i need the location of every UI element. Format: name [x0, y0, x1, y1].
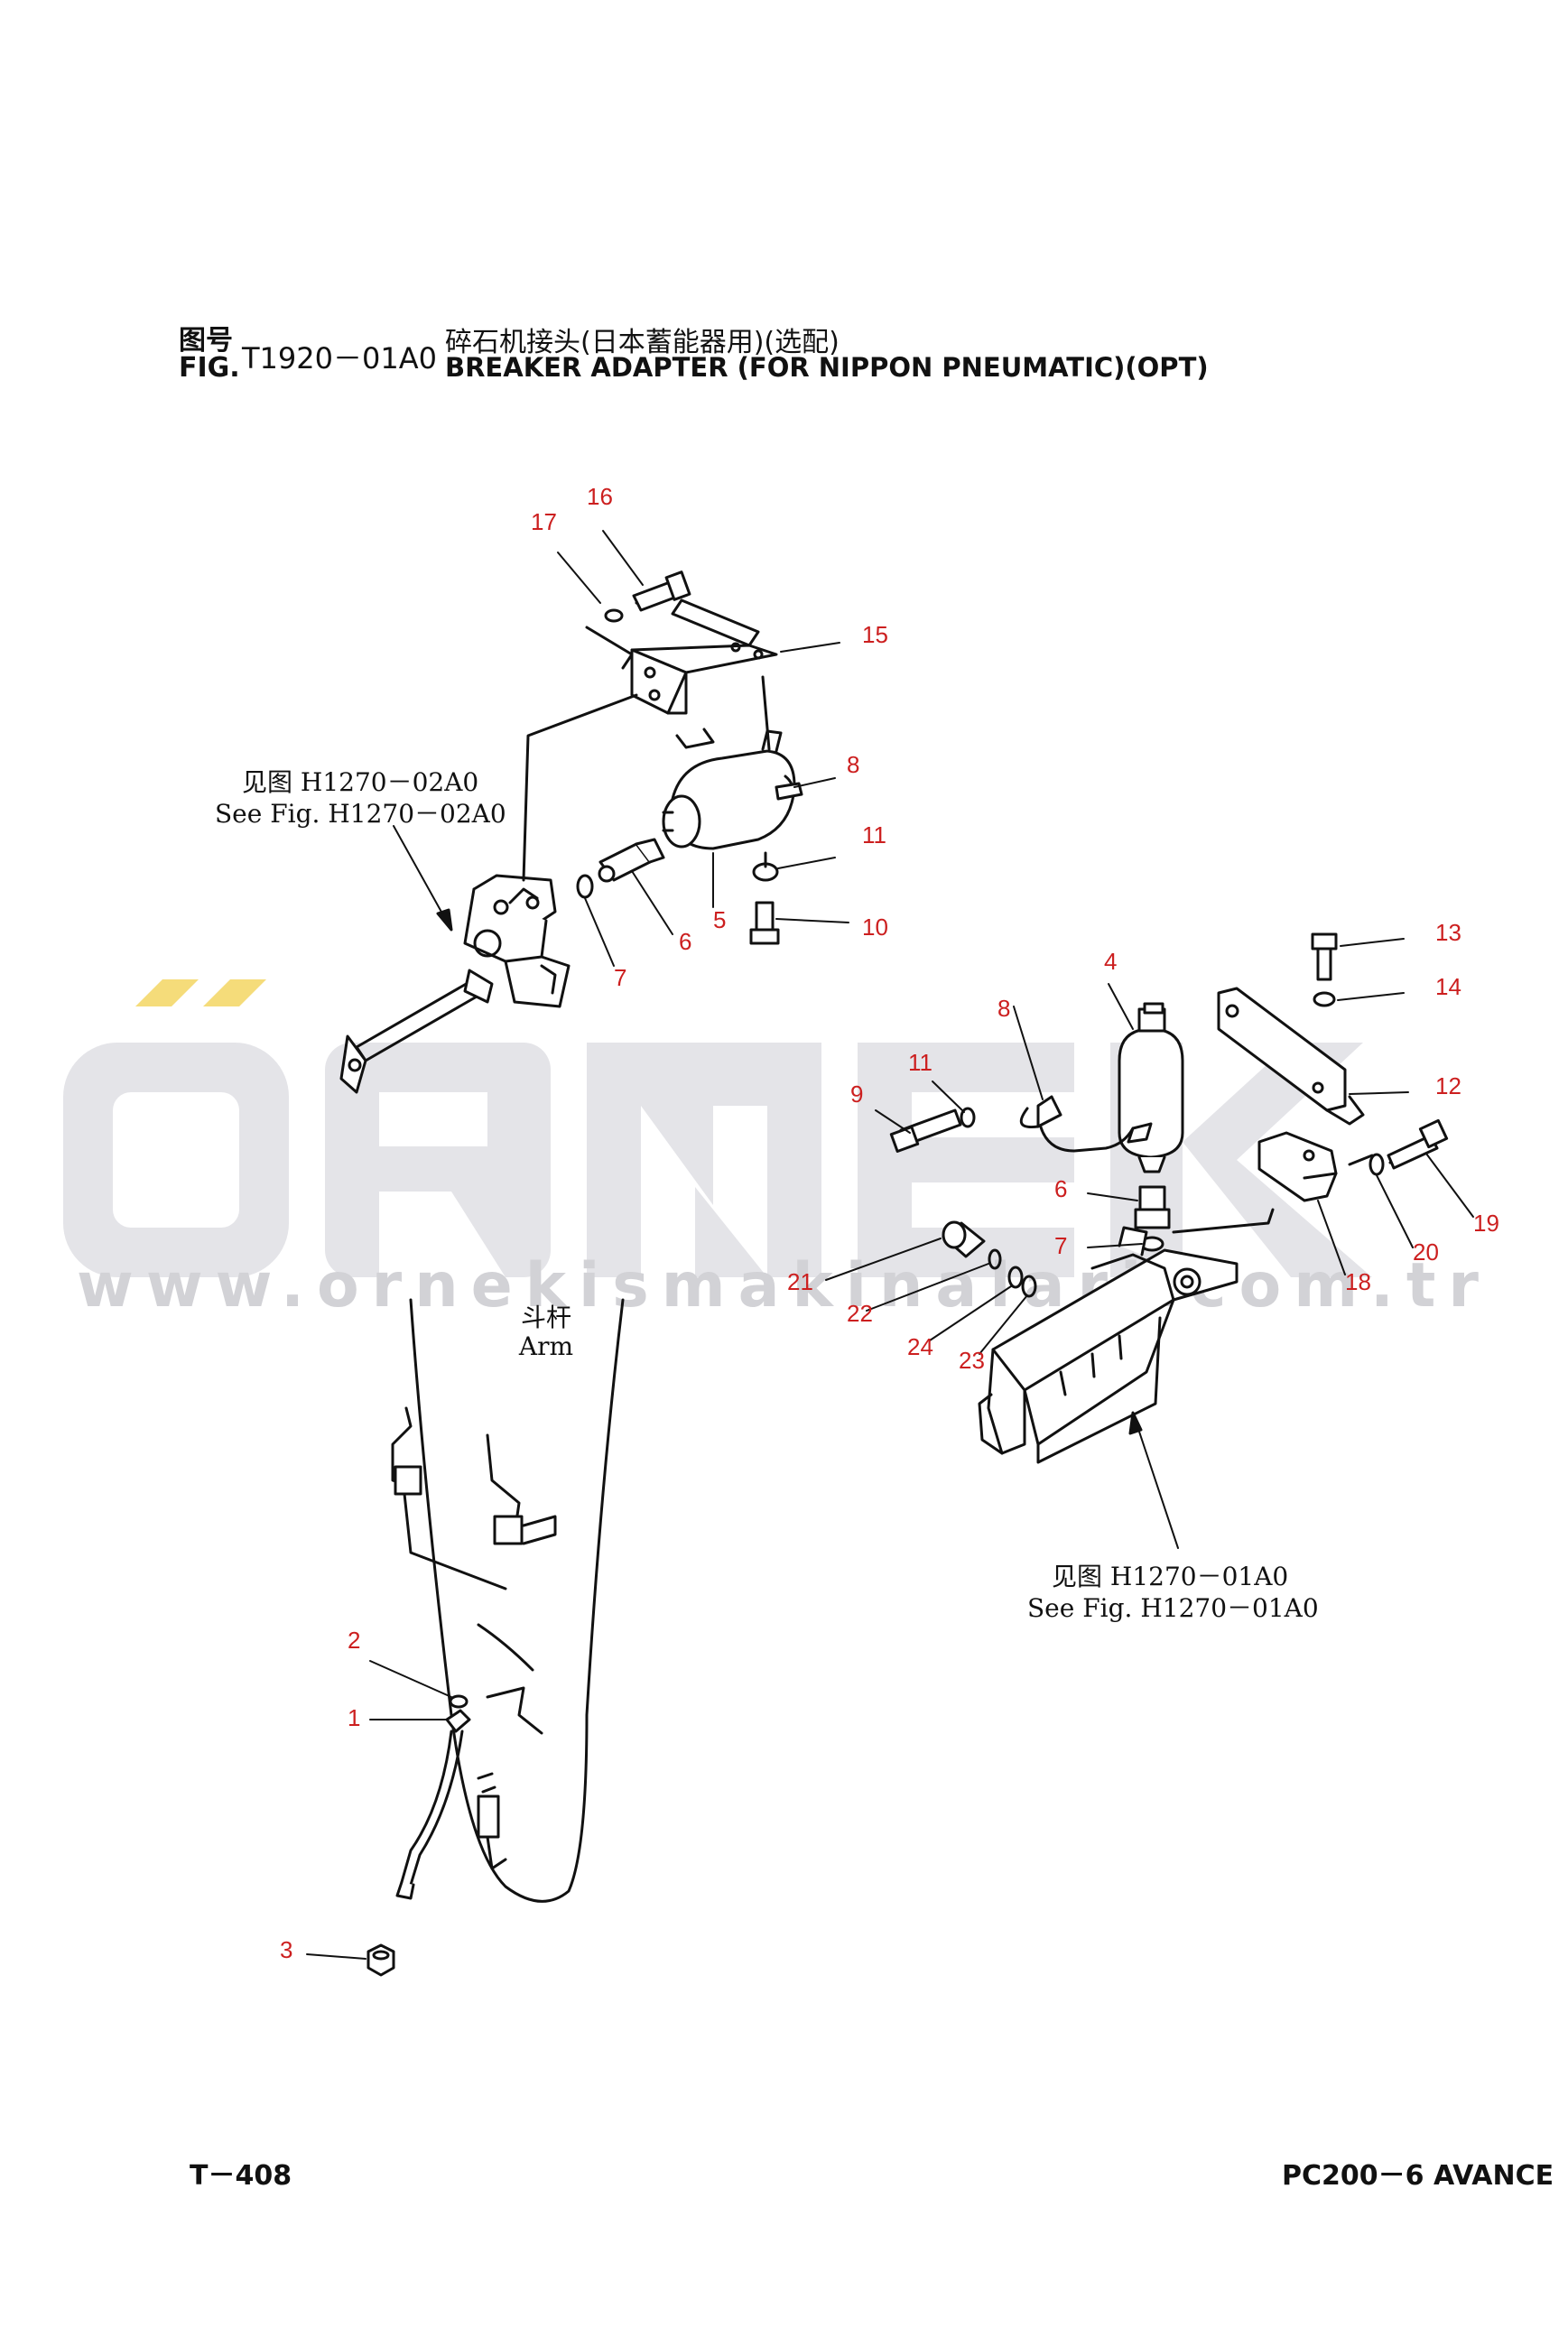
bolt-13: [1311, 932, 1338, 981]
callout-2: 2: [348, 1627, 361, 1654]
hose-1: [395, 1709, 471, 1900]
callout-12: 12: [1435, 1072, 1461, 1099]
callout-15: 15: [862, 621, 888, 648]
fitting-6-upper: [598, 838, 665, 883]
arm-label-cn: 斗杆: [520, 1303, 571, 1332]
bolt-10: [749, 901, 780, 945]
fig-label-cn: 图号: [179, 325, 233, 357]
arm-outline: [409, 1298, 625, 1903]
callout-10: 10: [862, 913, 888, 941]
callout-8-upper: 8: [847, 751, 860, 778]
fig-number: T1920－01A0: [242, 341, 437, 376]
callout-20: 20: [1413, 1238, 1439, 1266]
callout-11-right: 11: [908, 1049, 932, 1076]
bolt-16: [632, 570, 691, 612]
callout-8-right: 8: [997, 995, 1011, 1022]
callout-22: 22: [847, 1300, 873, 1327]
bracket-15: [630, 598, 778, 715]
arm-label-en: Arm: [518, 1331, 574, 1361]
callout-5: 5: [713, 906, 727, 933]
callout-7-right: 7: [1054, 1232, 1068, 1259]
washer-17: [604, 608, 624, 623]
washer-14: [1313, 991, 1336, 1007]
callout-3: 3: [280, 1936, 293, 1963]
callout-4: 4: [1104, 948, 1118, 975]
bracket-12: [1217, 987, 1365, 1126]
title-cn: 碎石机接头(日本蓄能器用)(选配): [445, 327, 840, 358]
callout-17: 17: [531, 508, 557, 535]
callout-13: 13: [1435, 919, 1461, 946]
accumulator-5: [662, 728, 803, 850]
callout-16: 16: [587, 483, 613, 510]
bolt-9: [889, 1108, 962, 1154]
washer-11-right: [960, 1107, 976, 1128]
model-name: PC200－6 AVANCE: [1282, 2160, 1554, 2192]
callout-1: 1: [348, 1704, 361, 1731]
link-rod: [339, 969, 494, 1094]
nut-3: [366, 1943, 395, 1977]
fig-label-en: FIG.: [179, 352, 240, 384]
washer-20: [1369, 1153, 1385, 1176]
callout-9: 9: [850, 1080, 864, 1108]
plug-21: [942, 1220, 986, 1258]
callout-11-upper: 11: [862, 821, 886, 849]
callout-23: 23: [959, 1347, 985, 1374]
oring-24: [1007, 1266, 1024, 1289]
oring-7-upper: [576, 874, 594, 899]
page-number: T－408: [190, 2160, 292, 2192]
reference-right-cn: 见图 H1270－01A0: [1052, 1562, 1289, 1591]
callout-21: 21: [787, 1268, 813, 1295]
bolt-19: [1387, 1118, 1449, 1170]
callout-7-upper: 7: [614, 964, 627, 991]
oring-22: [988, 1248, 1002, 1270]
arm-pipe-clamps: [391, 1406, 557, 1590]
reference-right-en: See Fig. H1270－01A0: [1027, 1593, 1319, 1623]
fitting-6-right: [1134, 1185, 1171, 1229]
callout-19: 19: [1473, 1210, 1499, 1237]
mount-block: [978, 1226, 1239, 1464]
oring-23: [1021, 1275, 1037, 1298]
callout-14: 14: [1435, 973, 1461, 1000]
callout-6-upper: 6: [679, 928, 692, 955]
bracket-18: [1257, 1131, 1338, 1202]
band-8: [1019, 1095, 1153, 1153]
reference-top-cn: 见图 H1270－02A0: [242, 767, 479, 797]
washer-2: [449, 1694, 469, 1709]
title-en: BREAKER ADAPTER (FOR NIPPON PNEUMATIC)(O…: [445, 352, 1209, 383]
valve-block: [463, 874, 571, 1008]
callout-24: 24: [907, 1333, 933, 1360]
accumulator-4: [1118, 1002, 1184, 1173]
reference-top-en: See Fig. H1270－02A0: [215, 799, 506, 829]
callout-6-right: 6: [1054, 1175, 1068, 1202]
watermark-url: www.ornekismakinalari.com.tr: [77, 1250, 1491, 1322]
callout-18: 18: [1345, 1268, 1371, 1295]
